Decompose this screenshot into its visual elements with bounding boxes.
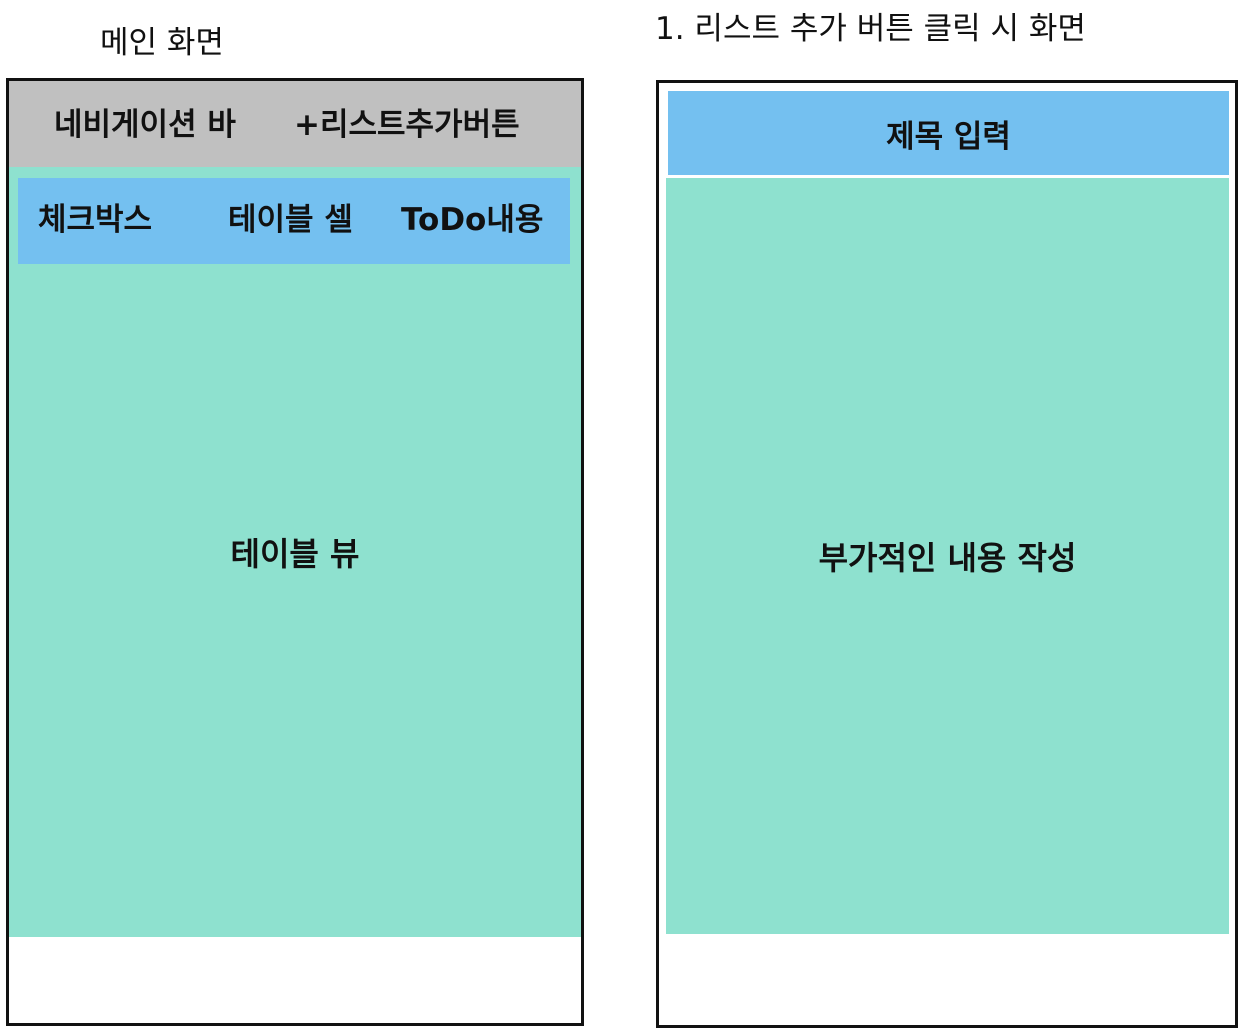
content-area-label: 부가적인 내용 작성 (818, 539, 1077, 577)
title-input-label: 제목 입력 (886, 118, 1011, 155)
table-cell[interactable]: 체크박스 테이블 셀 ToDo내용 (18, 178, 570, 264)
navigation-bar-label: 네비게이션 바 (54, 107, 236, 143)
main-screen-caption: 메인 화면 (100, 25, 224, 61)
navigation-bar: 네비게이션 바 +리스트추가버튼 (9, 81, 581, 167)
table-view: 테이블 뷰 (9, 167, 581, 937)
add-screen-frame: 제목 입력 부가적인 내용 작성 (656, 80, 1238, 1028)
checkbox-label: 체크박스 (38, 202, 153, 238)
table-cell-label: 테이블 셀 (228, 202, 353, 238)
title-input[interactable]: 제목 입력 (668, 91, 1229, 175)
table-view-label: 테이블 뷰 (230, 535, 360, 573)
add-screen-caption: 1. 리스트 추가 버튼 클릭 시 화면 (655, 11, 1086, 47)
add-list-button[interactable]: +리스트추가버튼 (294, 107, 520, 143)
main-screen-frame: 네비게이션 바 +리스트추가버튼 테이블 뷰 체크박스 테이블 셀 ToDo내용 (6, 78, 584, 1026)
todo-content-label: ToDo내용 (401, 202, 544, 238)
content-area[interactable]: 부가적인 내용 작성 (666, 178, 1229, 934)
